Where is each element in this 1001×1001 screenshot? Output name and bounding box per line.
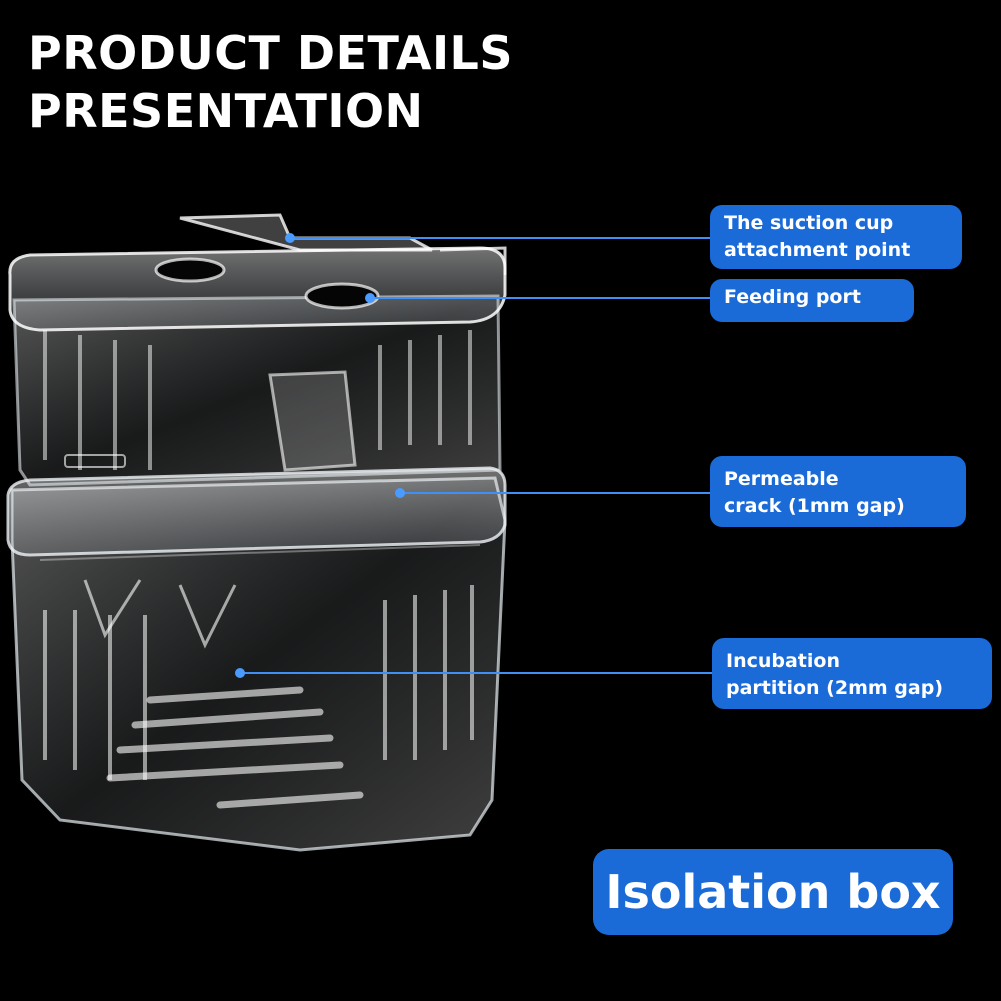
middle-rim	[6, 466, 507, 557]
leader-lines	[235, 233, 712, 678]
callout-incubation-partition-line-2: partition (2mm gap)	[726, 677, 943, 699]
lower-box	[10, 476, 507, 852]
page-title-line-2: PRESENTATION	[28, 84, 424, 138]
callout-suction-cup-line-2: attachment point	[724, 239, 911, 261]
lid	[8, 213, 507, 332]
product-name-badge: Isolation box	[593, 849, 953, 935]
callout-incubation-partition-line-1: Incubation	[726, 650, 840, 672]
page-title-line-1: PRODUCT DETAILS	[28, 26, 513, 80]
callout-permeable-crack: Permeable crack (1mm gap)	[710, 456, 966, 527]
upper-box	[12, 294, 502, 487]
callout-feeding-port-label: Feeding port	[724, 286, 861, 308]
callout-suction-cup-line-1: The suction cup	[724, 212, 894, 234]
page-title: PRODUCT DETAILS PRESENTATION	[28, 24, 513, 140]
callout-suction-cup: The suction cup attachment point	[710, 205, 962, 269]
callout-incubation-partition: Incubation partition (2mm gap)	[712, 638, 992, 709]
callout-feeding-port: Feeding port	[710, 279, 914, 322]
callout-permeable-crack-line-2: crack (1mm gap)	[724, 495, 905, 517]
callout-permeable-crack-line-1: Permeable	[724, 468, 839, 490]
